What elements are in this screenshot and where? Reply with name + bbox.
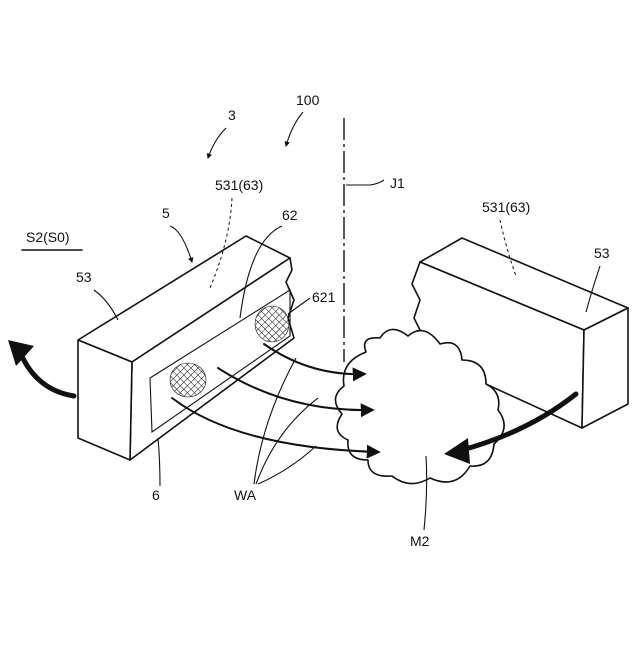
leader-left-53 bbox=[94, 290, 118, 320]
label-left-531: 531(63) bbox=[215, 177, 263, 193]
label-62: 62 bbox=[282, 207, 298, 223]
left-block bbox=[78, 236, 294, 460]
label-100: 100 bbox=[296, 92, 320, 108]
label-left-53: 53 bbox=[76, 269, 92, 285]
label-j1: J1 bbox=[390, 175, 405, 191]
leader-wa-1 bbox=[254, 358, 296, 484]
mesh-lower bbox=[170, 363, 206, 397]
leader-3 bbox=[208, 128, 226, 158]
label-3: 3 bbox=[228, 107, 236, 123]
leader-wa-2 bbox=[256, 398, 318, 484]
leader-wa-3 bbox=[258, 446, 316, 484]
left-block-end bbox=[78, 340, 132, 460]
leader-100 bbox=[286, 112, 303, 146]
leader-5 bbox=[170, 226, 192, 262]
label-5: 5 bbox=[162, 205, 170, 221]
label-right-531: 531(63) bbox=[482, 199, 530, 215]
leader-6 bbox=[158, 438, 160, 486]
state-label: S2(S0) bbox=[26, 229, 70, 245]
leader-j1 bbox=[346, 180, 384, 185]
left-move-arrowhead bbox=[8, 340, 34, 366]
label-m2: M2 bbox=[410, 533, 430, 549]
label-wa: WA bbox=[234, 487, 257, 503]
mesh-upper bbox=[255, 306, 289, 342]
label-6: 6 bbox=[152, 487, 160, 503]
label-621: 621 bbox=[312, 289, 336, 305]
state-label-group: S2(S0) bbox=[22, 229, 82, 250]
left-move-arrow bbox=[20, 352, 74, 396]
label-right-53: 53 bbox=[594, 245, 610, 261]
